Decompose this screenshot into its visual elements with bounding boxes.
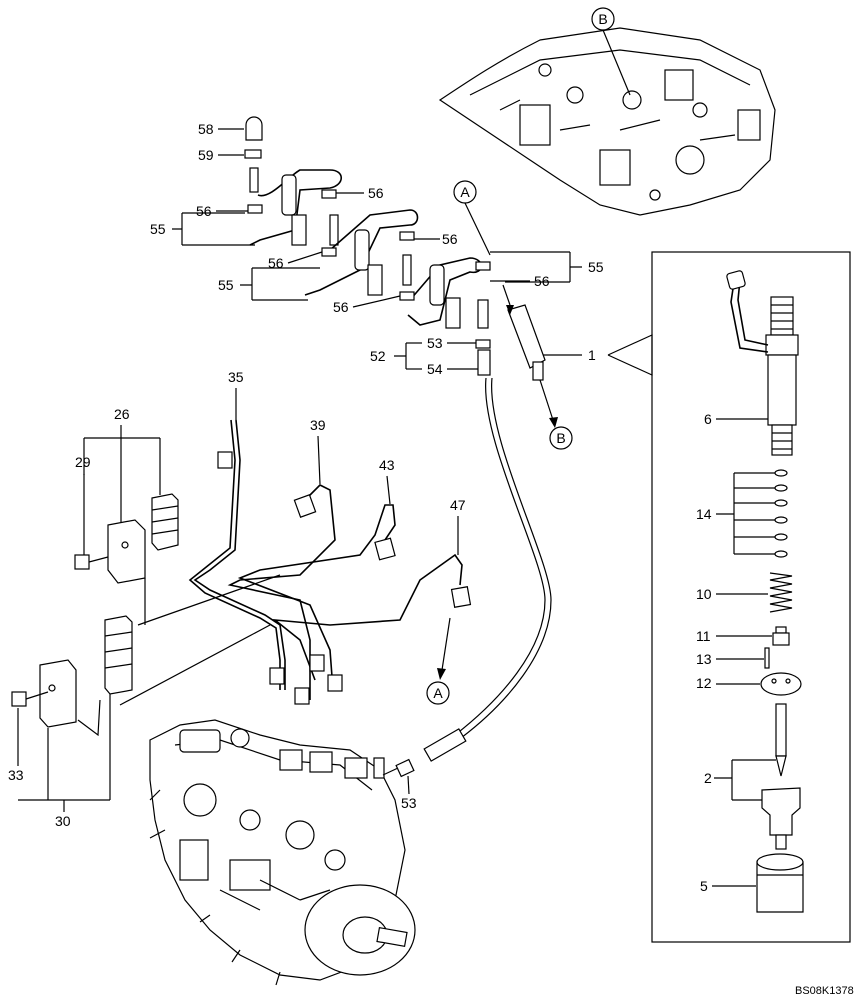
svg-text:55: 55: [150, 221, 166, 237]
svg-text:55: 55: [218, 277, 234, 293]
svg-text:B: B: [598, 11, 607, 27]
svg-text:47: 47: [450, 497, 466, 513]
svg-text:6: 6: [704, 411, 712, 427]
svg-text:26: 26: [114, 406, 130, 422]
svg-text:B: B: [556, 430, 565, 446]
svg-text:55: 55: [588, 259, 604, 275]
svg-text:5: 5: [700, 878, 708, 894]
injector-pipes-assembly: [244, 116, 546, 381]
svg-text:53: 53: [401, 795, 417, 811]
injector-detail-panel: [651, 251, 851, 943]
svg-text:13: 13: [696, 651, 712, 667]
ref-A-top: A: [453, 180, 491, 256]
svg-text:43: 43: [379, 457, 395, 473]
svg-text:30: 30: [55, 813, 71, 829]
ref-B-lower: B: [539, 379, 573, 450]
svg-text:54: 54: [427, 361, 443, 377]
svg-text:2: 2: [704, 770, 712, 786]
svg-text:1: 1: [588, 347, 596, 363]
svg-text:35: 35: [228, 369, 244, 385]
svg-text:56: 56: [442, 231, 458, 247]
leak-off-hose: [423, 377, 552, 762]
svg-text:39: 39: [310, 417, 326, 433]
svg-text:14: 14: [696, 506, 712, 522]
svg-text:53: 53: [427, 335, 443, 351]
svg-text:58: 58: [198, 121, 214, 137]
svg-text:29: 29: [75, 454, 91, 470]
clamps: 26 29 33 30: [8, 406, 281, 829]
svg-text:56: 56: [534, 273, 550, 289]
cylinder-head: [438, 27, 776, 216]
svg-text:59: 59: [198, 147, 214, 163]
svg-text:56: 56: [333, 299, 349, 315]
svg-text:56: 56: [368, 185, 384, 201]
detail-callouts: 6 14 10 11 13 12 2 5: [696, 411, 776, 894]
svg-text:12: 12: [696, 675, 712, 691]
svg-text:33: 33: [8, 767, 24, 783]
svg-text:11: 11: [696, 628, 711, 644]
injection-pipes: [188, 419, 472, 705]
pipe-callouts: 35 39 43 47: [228, 369, 466, 555]
svg-text:56: 56: [196, 203, 212, 219]
svg-text:52: 52: [370, 348, 386, 364]
callouts-top: 58 59 56 56 56 56 56 56 55 55 55 52 53 5…: [150, 121, 653, 377]
svg-text:10: 10: [696, 586, 712, 602]
injection-pump: [149, 719, 416, 986]
svg-text:A: A: [433, 685, 443, 701]
ref-B-top: B: [591, 7, 631, 96]
detail-frame: [651, 251, 851, 943]
svg-text:56: 56: [268, 255, 284, 271]
ref-A-lower: A: [426, 617, 451, 705]
drawing-code: BS08K1378: [795, 985, 854, 997]
svg-text:A: A: [460, 184, 470, 200]
callout-53-pump: 53: [401, 775, 417, 811]
